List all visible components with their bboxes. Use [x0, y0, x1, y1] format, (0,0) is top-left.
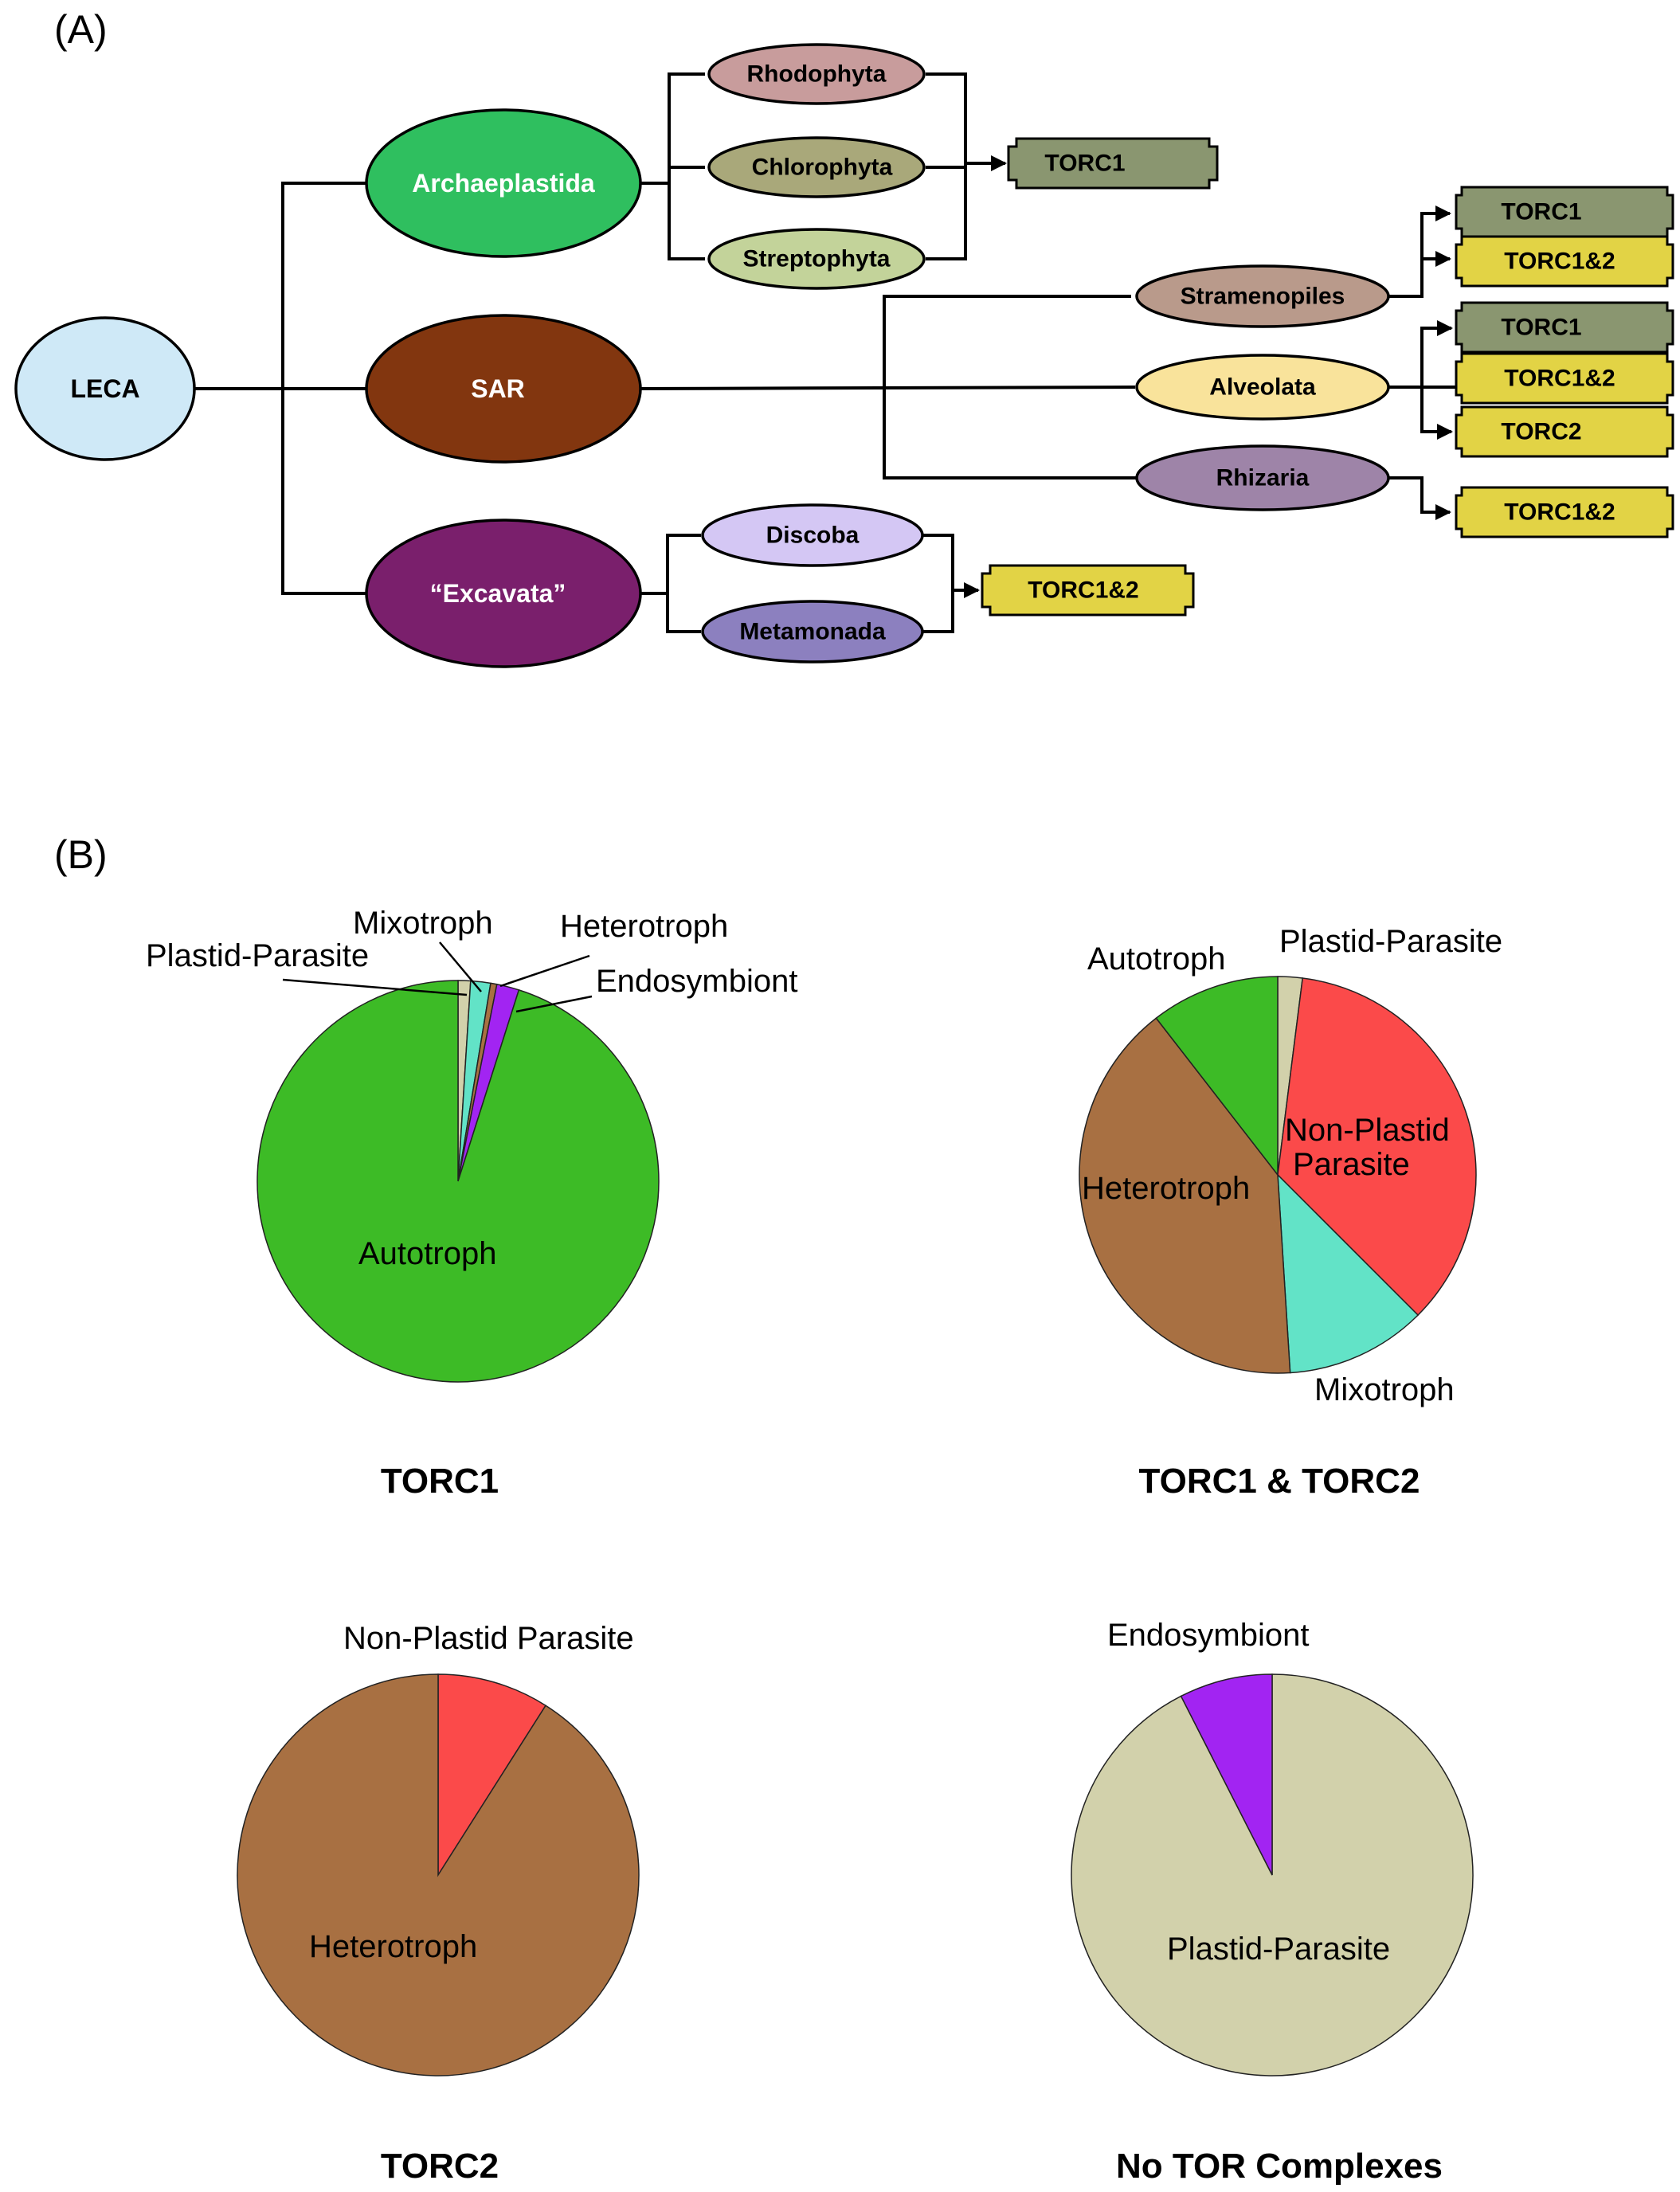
pie-torc12-label-mixotroph: Mixotroph — [1314, 1372, 1455, 1407]
tree-tag-labels: TORC1 TORC1 TORC1&2 TORC1 TORC1&2 TORC2 … — [1028, 151, 1615, 604]
tag-label-rhizaria-torc12: TORC1&2 — [1504, 499, 1615, 526]
tag-archaeplastida-torc1 — [1007, 137, 1219, 190]
node-archaeplastida — [365, 108, 642, 258]
label-chlorophyta: Chlorophyta — [752, 155, 893, 181]
tree-tags — [981, 137, 1674, 616]
panel-a-label: (A) — [54, 7, 108, 52]
label-rhizaria: Rhizaria — [1216, 465, 1310, 491]
tag-excavata-torc12 — [981, 564, 1195, 616]
tree-node-labels: LECA Archaeplastida SAR “Excavata” Rhodo… — [70, 61, 1345, 645]
node-streptophyta — [707, 228, 926, 290]
pie-torc1-label-endosymbiont: Endosymbiont — [596, 964, 797, 999]
tree-connectors — [185, 72, 1458, 633]
pie-torc12-label-np-line1: Non-Plastid — [1285, 1113, 1450, 1148]
pie-torc1-label-plastid-parasite: Plastid-Parasite — [146, 938, 369, 973]
pie-torc2-slices — [237, 1673, 640, 2077]
pie-slice-mixotroph — [1277, 1173, 1420, 1374]
pie-slice-endosymbiont — [1180, 1673, 1273, 1876]
pie-torc2-label-non-plastid-parasite: Non-Plastid Parasite — [343, 1621, 634, 1656]
label-excavata: “Excavata” — [430, 579, 566, 608]
tag-label-stramenopiles-torc1: TORC1 — [1501, 199, 1581, 225]
node-excavata — [365, 519, 642, 668]
tag-label-archaeplastida-torc1: TORC1 — [1044, 151, 1125, 177]
pie-slice-heterotroph — [1079, 1017, 1291, 1374]
node-chlorophyta — [707, 136, 926, 198]
node-stramenopiles — [1135, 264, 1390, 328]
pie-slice-autotroph — [1155, 976, 1279, 1177]
pie-torc1-leaders — [282, 941, 593, 1013]
label-stramenopiles: Stramenopiles — [1181, 284, 1345, 310]
pie-torc12-label-heterotroph: Heterotroph — [1082, 1171, 1250, 1206]
pie-slice-autotroph — [257, 980, 660, 1383]
pie-no-tor-label-plastid-parasite: Plastid-Parasite — [1167, 1932, 1390, 1967]
pie-no-tor: Plastid-Parasite Endosymbiont No TOR Com… — [1071, 1618, 1474, 2186]
pie-torc12-slices — [1079, 976, 1477, 1374]
pie-torc12: Plastid-Parasite Non-Plastid Parasite Mi… — [1079, 924, 1502, 1501]
pie-no-tor-label-endosymbiont: Endosymbiont — [1107, 1618, 1309, 1653]
pie-torc1-slices — [257, 980, 660, 1383]
leader-endosymbiont — [515, 995, 593, 1013]
node-rhizaria — [1135, 444, 1390, 511]
tag-alveolata-torc2 — [1455, 405, 1674, 458]
pie-torc12-label-plastid-parasite: Plastid-Parasite — [1279, 924, 1502, 959]
node-alveolata — [1135, 354, 1390, 421]
pie-torc1-label-autotroph: Autotroph — [358, 1236, 496, 1271]
pie-torc1-label-heterotroph: Heterotroph — [560, 909, 728, 944]
tag-label-excavata-torc12: TORC1&2 — [1028, 577, 1138, 604]
label-discoba: Discoba — [766, 523, 860, 549]
label-metamonada: Metamonada — [739, 619, 886, 645]
label-archaeplastida: Archaeplastida — [412, 169, 595, 198]
pie-no-tor-slices — [1071, 1673, 1474, 2077]
leader-mixotroph — [439, 941, 482, 992]
node-leca — [14, 316, 196, 461]
pie-slice-non-plastid-parasite — [1277, 977, 1477, 1317]
leader-heterotroph — [499, 954, 590, 988]
tag-rhizaria-torc12 — [1455, 486, 1674, 538]
node-discoba — [701, 503, 924, 567]
tag-label-alveolata-torc1: TORC1 — [1501, 315, 1581, 341]
panel-b-label: (B) — [54, 832, 108, 877]
pie-torc2-title: TORC2 — [381, 2147, 499, 2186]
node-metamonada — [701, 600, 924, 663]
leader-plastid-parasite — [282, 978, 468, 996]
pie-torc1: Plastid-Parasite Mixotroph Heterotroph E… — [146, 906, 797, 1501]
pie-slice-non-plastid-parasite — [437, 1673, 547, 1877]
pie-torc1-title: TORC1 — [381, 1462, 499, 1501]
pie-torc2-label-heterotroph: Heterotroph — [309, 1929, 477, 1964]
label-rhodophyta: Rhodophyta — [747, 61, 887, 88]
pie-torc12-title: TORC1 & TORC2 — [1139, 1462, 1420, 1501]
tag-alveolata-torc1 — [1455, 301, 1674, 354]
pie-torc1-label-mixotroph: Mixotroph — [353, 906, 493, 941]
label-leca: LECA — [70, 374, 139, 403]
tree-nodes — [14, 43, 1390, 668]
pie-no-tor-title: No TOR Complexes — [1116, 2147, 1443, 2186]
tag-label-alveolata-torc12: TORC1&2 — [1504, 366, 1615, 392]
pie-torc12-label-autotroph: Autotroph — [1087, 941, 1225, 977]
tag-label-stramenopiles-torc12: TORC1&2 — [1504, 249, 1615, 275]
node-sar — [365, 314, 642, 464]
pie-slice-heterotroph — [237, 1673, 640, 2077]
pie-torc12-label-np-line2: Parasite — [1293, 1147, 1410, 1182]
pie-torc2: Non-Plastid Parasite Heterotroph TORC2 — [237, 1621, 640, 2186]
label-streptophyta: Streptophyta — [742, 246, 890, 272]
tag-stramenopiles-torc12 — [1455, 235, 1674, 288]
tag-label-alveolata-torc2: TORC2 — [1501, 419, 1581, 445]
label-sar: SAR — [471, 374, 525, 403]
label-alveolata: Alveolata — [1209, 374, 1316, 401]
tag-alveolata-torc12 — [1455, 352, 1674, 405]
node-rhodophyta — [707, 43, 926, 105]
